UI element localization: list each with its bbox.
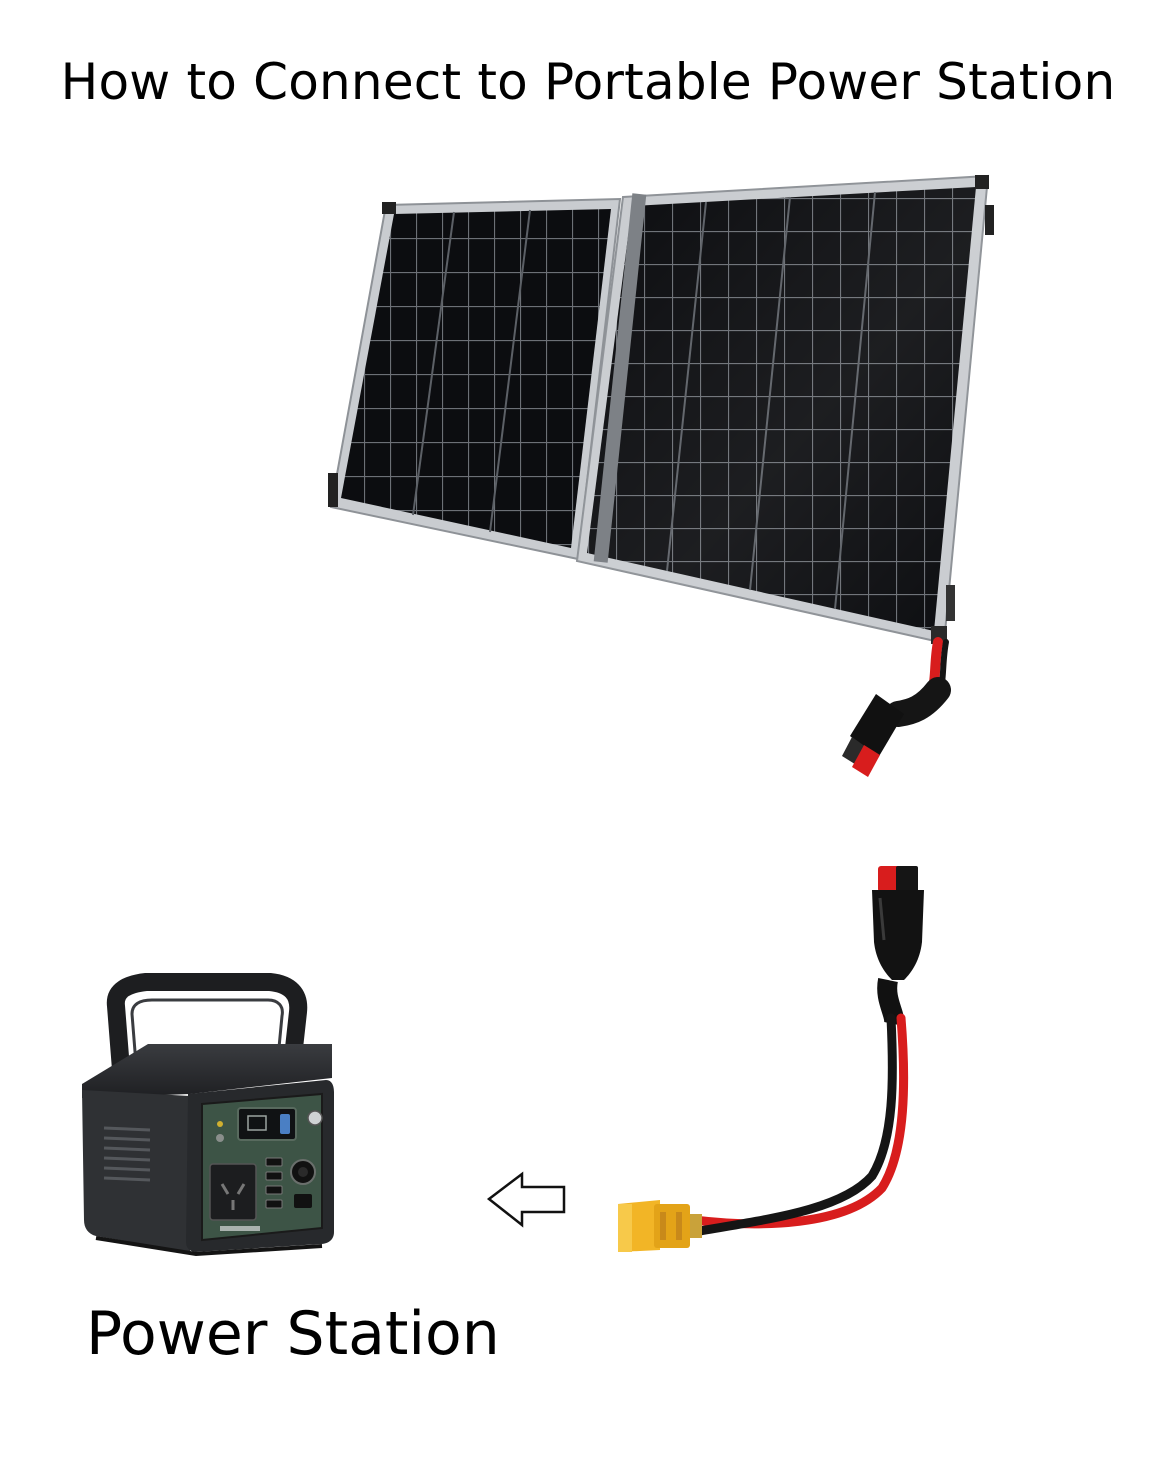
power-station-illustration (82, 973, 334, 1257)
solar-panel-illustration (328, 174, 994, 645)
arrow-left-icon (486, 1171, 566, 1228)
anderson-to-xt60-cable-illustration (618, 866, 924, 1252)
panel-anderson-connector (842, 637, 951, 777)
power-station-label: Power Station (86, 1299, 500, 1369)
xt60-connector (618, 1200, 690, 1252)
page-title: How to Connect to Portable Power Station (60, 53, 1116, 111)
